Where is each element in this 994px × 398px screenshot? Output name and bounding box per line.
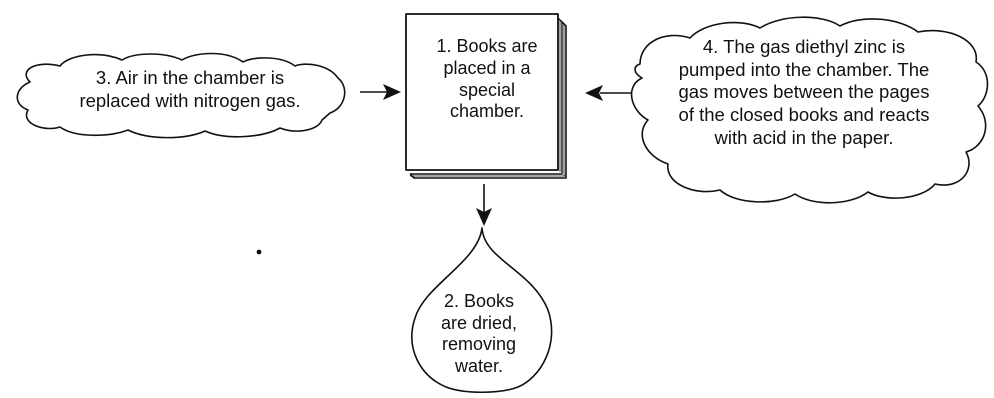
step4-line: pumped into the chamber. The: [678, 58, 930, 80]
stray-dot: [256, 249, 262, 255]
step1-line: 1. Books are: [436, 36, 538, 56]
step2-line: water.: [454, 355, 504, 376]
step4-cloud: [630, 16, 989, 204]
step1-line: special: [458, 79, 516, 100]
step4-label: 4. The gas diethyl zinc is pumped into t…: [615, 36, 993, 149]
step1-label: 1. Books are placed in a special chamber…: [412, 36, 562, 123]
step2-drop: [411, 227, 553, 393]
step4-line: with acid in the paper.: [714, 126, 894, 148]
step4-line: gas moves between the pages: [678, 81, 930, 103]
step3-cloud: [16, 52, 346, 139]
step1-line: placed in a: [443, 57, 531, 78]
step2-label: 2. Books are dried, removing water.: [404, 291, 554, 377]
step2-line: are dried,: [440, 312, 518, 333]
step4-line: 4. The gas diethyl zinc is: [702, 36, 906, 57]
step4-line: of the closed books and reacts: [678, 103, 930, 125]
step3-line: replaced with nitrogen gas.: [79, 89, 301, 111]
book-stack: [405, 13, 567, 179]
step2-line: 2. Books: [443, 291, 515, 311]
step2-line: removing: [441, 334, 517, 355]
step3-line: 3. Air in the chamber is: [95, 67, 285, 88]
step3-label: 3. Air in the chamber is replaced with n…: [20, 67, 360, 113]
step1-line: chamber.: [449, 101, 525, 122]
